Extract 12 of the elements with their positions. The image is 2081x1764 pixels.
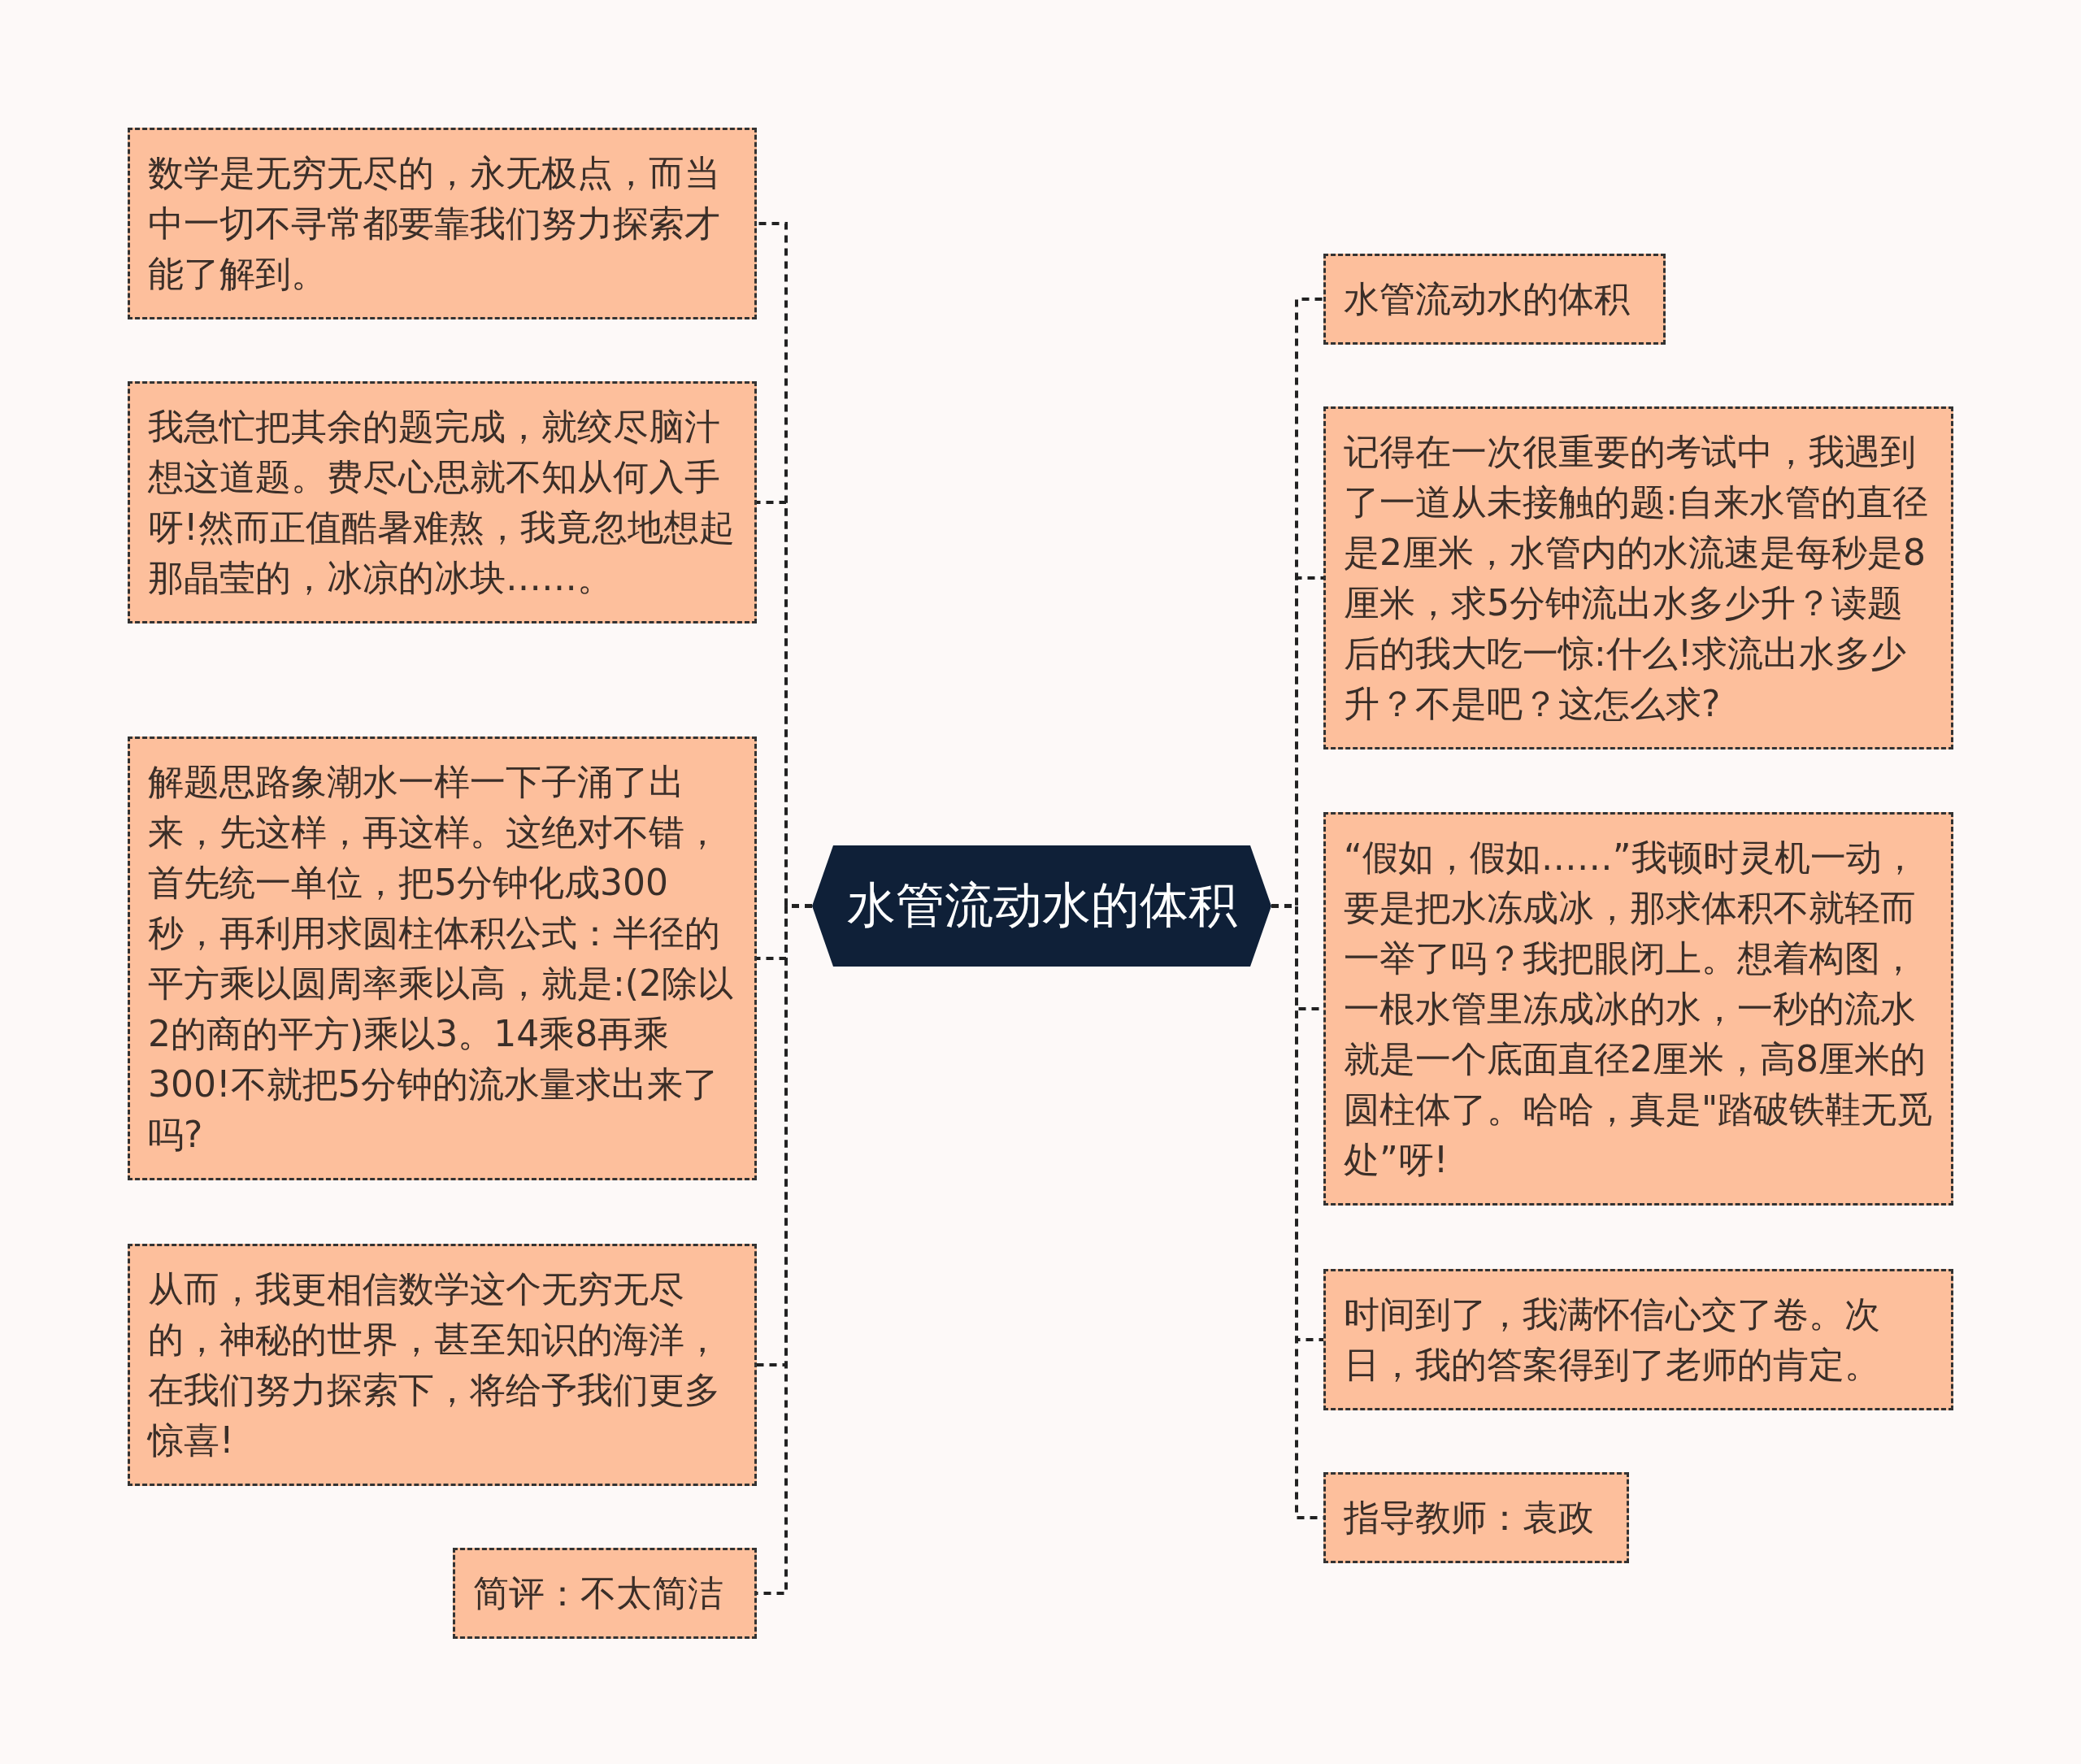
topic-hexagon: 水管流动水的体积 [812,845,1271,967]
text-box: 从而，我更相信数学这个无穷无尽的，神秘的世界，甚至知识的海洋，在我们努力探索下，将给予我们更多惊喜! [128,1244,757,1486]
text-box: 解题思路象潮水一样一下子涌了出来，先这样，再这样。这绝对不错，首先统一单位，把5分钟化成300秒，再利用求圆柱体积公式：半径的平方乘以圆周率乘以高，就是:(2除以2的商的平方)乘以3。14乘8再乘300!不就把5分钟的流水量求出来了吗? [128,736,757,1180]
text-box: 时间到了，我满怀信心交了卷。次日，我的答案得到了老师的肯定。 [1323,1269,1953,1410]
connector [757,904,812,1595]
text-box: 指导教师：袁政 [1323,1472,1629,1563]
text-box: 简评：不太简洁 [453,1548,757,1639]
text-box: 记得在一次很重要的考试中，我遇到了一道从未接触的题:自来水管的直径是2厘米，水管内的水流速是每秒是8厘米，求5分钟流出水多少升？读题后的我大吃一惊:什么!求流出水多少升？不是吧？这怎么求? [1323,406,1953,749]
text-box: 我急忙把其余的题完成，就绞尽脑汁想这道题。费尽心思就不知从何入手呀!然而正值酷暑难熬，我竟忽地想起那晶莹的，冰凉的冰块……。 [128,381,757,623]
text-box: 水管流动水的体积 [1323,254,1666,345]
text-box: 数学是无穷无尽的，永无极点，而当中一切不寻常都要靠我们努力探索才能了解到。 [128,128,757,319]
text-box: “假如，假如……”我顿时灵机一动，要是把水冻成冰，那求体积不就轻而一举了吗？我把眼闭上。想着构图，一根水管里冻成冰的水，一秒的流水就是一个底面直径2厘米，高8厘米的圆柱体了。哈哈，真是"踏破铁鞋无觅处”呀! [1323,812,1953,1206]
